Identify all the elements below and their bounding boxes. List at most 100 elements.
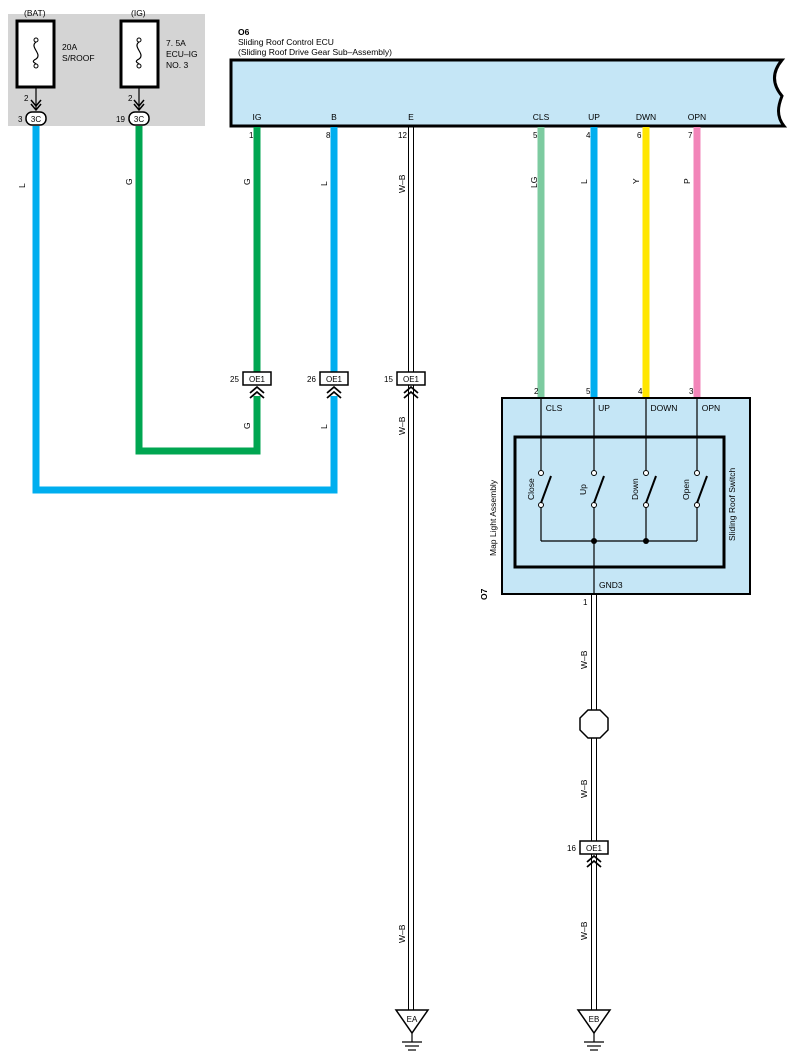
connector-3c-a: 3 3C — [18, 111, 47, 126]
map-terminal-gnd: GND3 — [599, 580, 623, 590]
map-light-name: Map Light Assembly — [488, 479, 498, 556]
wire-label: G — [242, 178, 252, 185]
switch-internal-wiring — [540, 398, 698, 593]
junction-oe1-ig: 25 OE1 — [230, 371, 272, 399]
wire-label: W–B — [397, 924, 407, 943]
wire-label: Y — [631, 178, 641, 184]
ecu-terminal-dwn: DWN — [636, 112, 656, 122]
wire-label: G — [124, 178, 134, 185]
ecu-terminal-e: E — [408, 112, 414, 122]
fuse-ecu-ig: 7. 5A ECU–IG NO. 3 2 — [119, 19, 198, 103]
switch-open-icon — [696, 475, 708, 504]
wire-label: L — [319, 424, 329, 429]
junction-oe1-e: 15 OE1 — [384, 371, 426, 399]
switch-label: Down — [630, 478, 640, 500]
fuse-s-roof: 20A S/ROOF 2 — [15, 19, 95, 103]
connector-arrow-icon — [326, 385, 342, 399]
ecu-pin-ig: 1 — [249, 131, 254, 140]
map-pin-down: 4 — [638, 387, 643, 396]
junction-pin: 16 — [567, 844, 576, 853]
ecu-terminal-up: UP — [588, 112, 600, 122]
wire-label: L — [579, 179, 589, 184]
ecu-terminal-opn: OPN — [688, 112, 706, 122]
connector-arrow-icon — [30, 99, 42, 112]
wires — [32, 126, 701, 1010]
earth-icon — [402, 1033, 422, 1051]
junction-connectors: 25 OE1 26 OE1 15 OE1 16 OE1 — [230, 371, 609, 868]
earth-icon — [584, 1033, 604, 1051]
wire-g-ig — [135, 126, 261, 455]
junction-box — [319, 371, 349, 386]
switch-up-icon — [593, 475, 605, 504]
fuse-box: (BAT) (IG) 20A S/ROOF 2 7. 5A ECU–IG NO.… — [8, 8, 205, 126]
fuse2-rating: 7. 5A — [166, 38, 186, 48]
ecu-name: Sliding Roof Control ECU — [238, 37, 334, 47]
connector-oval — [128, 111, 150, 126]
fuse-element-icon — [32, 41, 39, 65]
connector-label: 3C — [31, 115, 41, 124]
wire-label: LG — [529, 177, 539, 188]
junction-box — [396, 371, 426, 386]
wire-label: W–B — [579, 779, 589, 798]
map-pin-gnd: 1 — [583, 598, 588, 607]
ecu-pin-b: 8 — [326, 131, 331, 140]
fuse2-name: ECU–IG — [166, 49, 198, 59]
fuse1-name: S/ROOF — [62, 53, 95, 63]
switch-levers — [540, 475, 708, 504]
fuse-element-icon — [135, 41, 142, 65]
ground-ea: EA — [394, 1009, 430, 1051]
map-terminal-opn: OPN — [702, 403, 720, 413]
switch-label: Open — [681, 479, 691, 500]
ground-eb: EB — [576, 1009, 612, 1051]
wire-label: G — [242, 422, 252, 429]
junction-box — [242, 371, 272, 386]
map-terminal-down: DOWN — [651, 403, 678, 413]
junction-label: OE1 — [249, 375, 266, 384]
connector-pin: 3 — [18, 115, 23, 124]
ecu-pin-up: 4 — [586, 131, 591, 140]
junction-label: OE1 — [586, 844, 603, 853]
map-light-assembly: 2 5 4 3 CLS UP DOWN OPN Sliding Roof Swi… — [479, 387, 751, 607]
switch-close-icon — [540, 475, 552, 504]
wire-label: W–B — [579, 650, 589, 669]
connector-oval — [25, 111, 47, 126]
wire-label: W–B — [397, 416, 407, 435]
connector-arrow-icon — [586, 854, 602, 868]
wire-label: L — [319, 181, 329, 186]
switch-name: Sliding Roof Switch — [727, 467, 737, 541]
ecu-body — [229, 58, 788, 128]
map-light-body — [501, 397, 751, 595]
junction-pin: 26 — [307, 375, 316, 384]
ecu-pin-e: 12 — [398, 131, 407, 140]
map-terminal-up: UP — [598, 403, 610, 413]
switch-down-icon — [645, 475, 657, 504]
wire-label: L — [17, 183, 27, 188]
sliding-roof-ecu: O6 Sliding Roof Control ECU (Sliding Roo… — [229, 27, 788, 140]
switch-label: Close — [526, 478, 536, 500]
splice-icon — [579, 709, 609, 739]
ecu-terminal-cls: CLS — [533, 112, 550, 122]
ground-triangle-icon — [394, 1009, 430, 1035]
junction-oe1-b: 26 OE1 — [307, 371, 349, 399]
wire-label: W–B — [397, 174, 407, 193]
ground-label: EB — [589, 1015, 600, 1024]
ecu-pin-cls: 5 — [533, 131, 538, 140]
fuse2-number: NO. 3 — [166, 60, 188, 70]
map-pin-opn: 3 — [689, 387, 694, 396]
connector-arrow-icon — [133, 99, 145, 112]
junction-pin: 25 — [230, 375, 239, 384]
connector-3c-b: 19 3C — [116, 111, 150, 126]
fuse-body — [15, 19, 56, 89]
wire-label: P — [682, 178, 692, 184]
ecu-code: O6 — [238, 27, 250, 37]
junction-label: OE1 — [326, 375, 343, 384]
wire-l-bat — [32, 126, 338, 494]
ig-label: (IG) — [131, 8, 146, 18]
ecu-pin-dwn: 6 — [637, 131, 642, 140]
map-pin-cls: 2 — [534, 387, 539, 396]
map-pin-up: 5 — [586, 387, 591, 396]
connector-arrow-icon — [403, 385, 419, 399]
ground-label: EA — [407, 1015, 418, 1024]
junction-oe1-gnd: 16 OE1 — [567, 840, 609, 868]
map-terminal-cls: CLS — [546, 403, 563, 413]
